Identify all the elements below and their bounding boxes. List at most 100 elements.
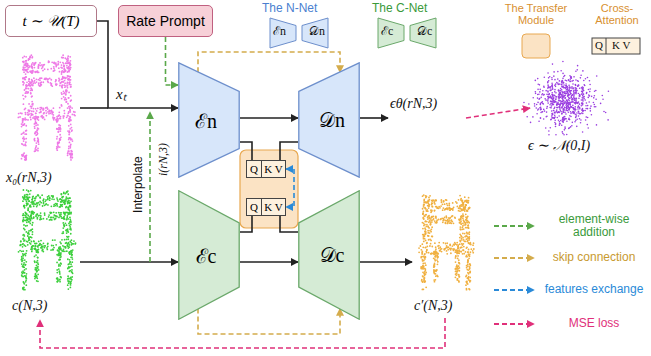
point	[440, 219, 442, 221]
point	[37, 260, 39, 262]
point	[55, 84, 57, 86]
point	[42, 109, 44, 111]
point	[36, 261, 38, 263]
point	[69, 76, 71, 78]
point	[59, 206, 61, 208]
point	[69, 81, 71, 83]
point	[51, 111, 53, 113]
point	[69, 128, 71, 130]
point	[424, 262, 426, 264]
point	[69, 287, 71, 289]
point	[67, 206, 69, 208]
point	[64, 92, 66, 94]
point	[465, 251, 467, 253]
point	[42, 200, 44, 202]
point	[26, 204, 28, 206]
point	[34, 132, 36, 134]
point	[467, 208, 469, 210]
point	[53, 205, 55, 207]
point	[30, 71, 32, 73]
point	[430, 211, 432, 213]
point	[39, 243, 41, 245]
point	[36, 214, 38, 216]
point	[36, 271, 38, 273]
point	[31, 95, 33, 97]
point	[421, 279, 423, 281]
point	[25, 279, 27, 281]
point	[33, 205, 35, 207]
point	[62, 227, 64, 229]
point	[443, 242, 445, 244]
point	[60, 118, 62, 120]
point	[61, 78, 63, 80]
point	[466, 210, 468, 212]
point	[27, 218, 29, 220]
point	[59, 241, 61, 243]
point	[62, 115, 64, 117]
point	[59, 134, 61, 136]
point	[422, 256, 424, 258]
point	[43, 108, 45, 110]
point	[24, 64, 26, 66]
point	[22, 61, 24, 63]
point	[61, 205, 63, 207]
point	[65, 94, 67, 96]
point	[25, 107, 27, 109]
point	[426, 249, 428, 251]
point	[34, 197, 36, 199]
point	[36, 81, 38, 83]
point	[462, 209, 464, 211]
point	[22, 200, 24, 202]
point	[70, 137, 72, 139]
point	[31, 57, 33, 59]
point	[31, 56, 33, 58]
point	[22, 259, 24, 261]
point	[26, 278, 28, 280]
point	[28, 80, 30, 82]
point	[56, 138, 58, 140]
point	[29, 205, 31, 207]
point	[50, 79, 52, 81]
point	[465, 213, 467, 215]
point	[423, 260, 425, 262]
point	[461, 216, 463, 218]
point	[467, 226, 469, 228]
point	[35, 134, 37, 136]
point	[59, 255, 61, 257]
point	[61, 57, 63, 59]
point	[30, 107, 32, 109]
point	[446, 217, 448, 219]
noisy-chair	[17, 54, 75, 161]
point	[31, 80, 33, 82]
point	[64, 203, 66, 205]
point	[62, 57, 64, 59]
point	[427, 230, 429, 232]
point	[22, 253, 24, 255]
point	[39, 109, 41, 111]
point	[23, 289, 25, 291]
point	[66, 89, 68, 91]
point	[28, 83, 30, 85]
point	[56, 277, 58, 279]
point	[31, 218, 33, 220]
point	[34, 71, 36, 73]
point	[69, 197, 71, 199]
point	[430, 243, 432, 245]
point	[44, 68, 46, 70]
point	[32, 231, 34, 233]
point	[463, 253, 465, 255]
point	[431, 206, 433, 208]
point	[468, 255, 470, 257]
point	[422, 275, 424, 277]
point	[428, 252, 430, 254]
point	[24, 112, 26, 114]
point	[39, 204, 41, 206]
point	[60, 66, 62, 68]
point	[58, 114, 60, 116]
point	[63, 65, 65, 67]
point	[468, 222, 470, 224]
point	[424, 280, 426, 282]
point	[29, 223, 31, 225]
point	[70, 256, 72, 258]
point	[26, 200, 28, 202]
